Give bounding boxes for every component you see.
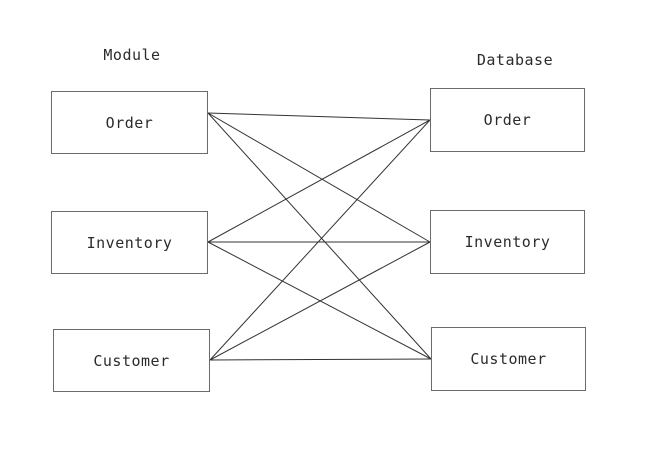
- database-node-order-label: Order: [483, 111, 532, 129]
- connection-edge: [209, 119, 431, 361]
- connection-edge: [207, 119, 431, 243]
- column-heading-database: Database: [476, 51, 554, 69]
- module-node-inventory-label: Inventory: [86, 233, 173, 252]
- connection-edge: [209, 241, 431, 361]
- module-node-order-label: Order: [105, 113, 154, 132]
- connection-edge: [207, 112, 431, 243]
- connection-edge: [207, 241, 432, 360]
- database-node-inventory-label: Inventory: [464, 233, 551, 251]
- column-heading-module: Module: [103, 46, 161, 64]
- database-node-customer-label: Customer: [470, 350, 547, 368]
- module-node-order[interactable]: Order: [51, 91, 208, 154]
- database-node-customer[interactable]: Customer: [431, 327, 586, 391]
- module-node-inventory[interactable]: Inventory: [51, 211, 208, 274]
- module-node-customer[interactable]: Customer: [53, 329, 210, 392]
- connection-edge: [207, 112, 432, 360]
- connection-edge: [209, 358, 432, 361]
- connection-edge: [207, 112, 431, 121]
- edges-group: [207, 112, 432, 361]
- database-node-inventory[interactable]: Inventory: [430, 210, 585, 274]
- module-node-customer-label: Customer: [93, 351, 170, 370]
- database-node-order[interactable]: Order: [430, 88, 585, 152]
